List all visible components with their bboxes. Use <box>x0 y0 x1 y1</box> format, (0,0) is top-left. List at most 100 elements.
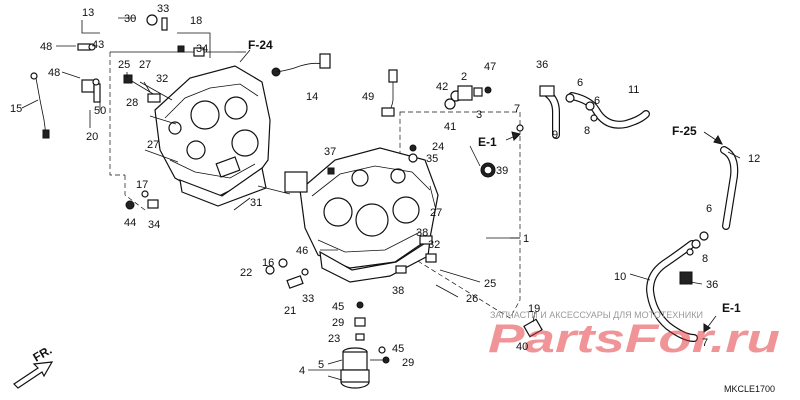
callout-6b: 6 <box>594 95 600 107</box>
callout-32b: 32 <box>428 239 440 251</box>
callout-20: 20 <box>86 131 98 143</box>
bracket-30-33 <box>146 14 168 31</box>
hose-11 <box>568 92 650 129</box>
bolts-and-pins <box>123 74 481 298</box>
callout-38b: 38 <box>392 285 404 297</box>
hose-12 <box>720 146 739 230</box>
callout-27b: 27 <box>147 139 159 151</box>
callout-45a: 45 <box>332 301 344 313</box>
callout-22: 22 <box>240 267 252 279</box>
callout-42: 42 <box>436 81 448 93</box>
crankcase-left-half <box>154 65 271 207</box>
callout-45b: 45 <box>392 343 404 355</box>
callout-2: 2 <box>461 71 467 83</box>
leader-lines <box>21 17 741 381</box>
callout-29b: 29 <box>402 357 414 369</box>
ref-arrow-e1-top <box>505 131 521 141</box>
callout-38a: 38 <box>416 227 428 239</box>
watermark-tagline: ЗАПЧАСТИ И АКСЕССУАРЫ ДЛЯ МОТОТЕХНИКИ <box>490 310 703 320</box>
callout-39: 39 <box>496 165 508 177</box>
callout-26: 26 <box>466 293 478 305</box>
callout-35: 35 <box>426 153 438 165</box>
callout-17: 17 <box>136 179 148 191</box>
sensor-20 <box>81 78 101 103</box>
harness-15 <box>30 72 50 139</box>
sensor-49 <box>381 69 398 117</box>
callout-50: 50 <box>94 105 106 117</box>
callout-25b: 25 <box>484 278 496 290</box>
hose-9 <box>539 85 560 139</box>
hose-10 <box>646 240 698 342</box>
callout-33a: 33 <box>157 3 169 15</box>
ref-f25: F-25 <box>672 124 697 138</box>
oil-filter-assembly <box>340 301 390 389</box>
callout-24: 24 <box>432 141 444 153</box>
callout-47: 47 <box>484 61 496 73</box>
callout-48b: 48 <box>48 67 60 79</box>
crankcase-right-half <box>284 147 439 283</box>
watermark: ЗАПЧАСТИ И АКСЕССУАРЫ ДЛЯ МОТОТЕХНИКИ Pa… <box>488 310 780 361</box>
callout-4: 4 <box>299 365 305 377</box>
callout-43: 43 <box>92 39 104 51</box>
callout-34a: 34 <box>196 43 208 55</box>
callout-48a: 48 <box>40 41 52 53</box>
front-label: FR. <box>31 343 55 365</box>
callout-8b: 8 <box>702 253 708 265</box>
callout-9: 9 <box>552 129 558 141</box>
bracket-13-outline <box>81 20 100 34</box>
callout-46: 46 <box>296 245 308 257</box>
callout-3: 3 <box>476 109 482 121</box>
callout-25a: 25 <box>118 59 130 71</box>
callout-6c: 6 <box>706 203 712 215</box>
callout-18: 18 <box>190 15 202 27</box>
callout-40: 40 <box>516 341 528 353</box>
callout-31: 31 <box>250 197 262 209</box>
callout-44: 44 <box>124 217 136 229</box>
diagram-code: MKCLE1700 <box>724 384 775 394</box>
sensor-14 <box>271 53 331 77</box>
callout-23: 23 <box>328 333 340 345</box>
callout-33b: 33 <box>302 293 314 305</box>
callout-41: 41 <box>444 121 456 133</box>
oil-pressure-parts <box>444 85 496 178</box>
bracket-18-outline <box>177 32 211 58</box>
callout-11: 11 <box>628 84 639 96</box>
front-arrow-icon <box>13 361 54 389</box>
callout-34b: 34 <box>148 219 160 231</box>
callout-36a: 36 <box>536 59 548 71</box>
callout-5: 5 <box>318 359 324 371</box>
ref-arrow-f25 <box>703 131 723 145</box>
callout-21: 21 <box>284 305 296 317</box>
ref-f24: F-24 <box>248 38 273 52</box>
callout-27a: 27 <box>139 59 151 71</box>
callout-19: 19 <box>528 303 540 315</box>
callout-7b: 7 <box>702 337 708 349</box>
part-callouts: 1 2 3 4 5 6 6 6 7 7 8 8 9 10 11 12 13 14… <box>10 3 760 377</box>
callout-15: 15 <box>10 103 22 115</box>
callout-30: 30 <box>124 13 136 25</box>
callout-7a: 7 <box>514 103 520 115</box>
watermark-brand: PartsFor.ru <box>488 317 780 361</box>
callout-29a: 29 <box>332 317 344 329</box>
callout-12: 12 <box>748 153 760 165</box>
callout-37: 37 <box>324 146 336 158</box>
callout-8a: 8 <box>584 125 590 137</box>
bracket-18-parts <box>177 45 205 57</box>
callout-10: 10 <box>614 271 626 283</box>
callout-6a: 6 <box>577 77 583 89</box>
callout-13: 13 <box>82 7 94 19</box>
callout-1: 1 <box>523 233 529 245</box>
clip-13 <box>77 43 96 51</box>
callout-49: 49 <box>362 91 374 103</box>
callout-32a: 32 <box>156 73 168 85</box>
callout-27c: 27 <box>430 207 442 219</box>
ref-e1-top: E-1 <box>478 135 497 149</box>
ref-e1-bottom: E-1 <box>722 301 741 315</box>
callout-16: 16 <box>262 257 274 269</box>
callout-28: 28 <box>126 97 138 109</box>
callout-36b: 36 <box>706 279 718 291</box>
callout-14: 14 <box>306 91 318 103</box>
ref-arrow-e1-bottom <box>703 315 717 333</box>
hose-clips <box>516 93 709 338</box>
